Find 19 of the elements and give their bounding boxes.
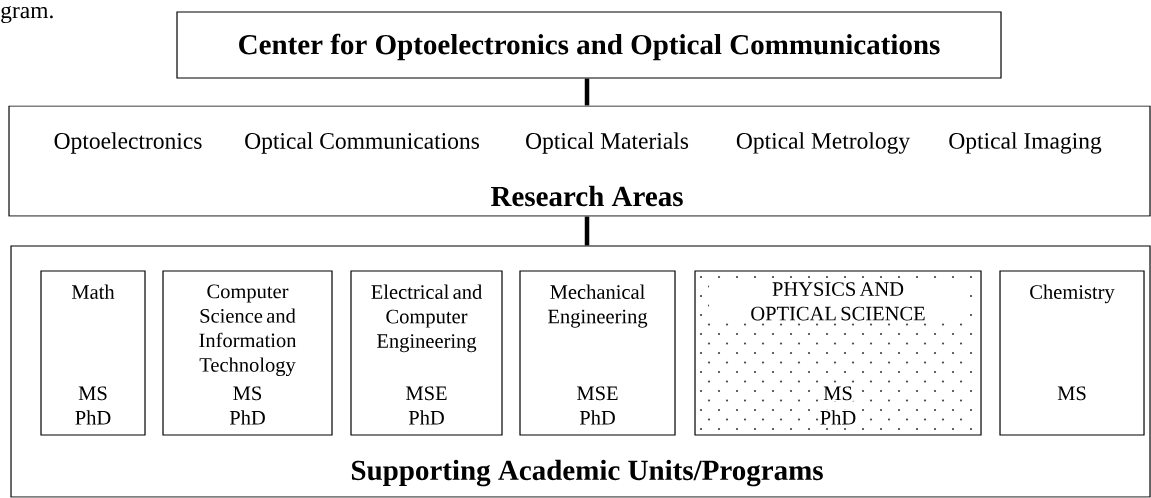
- band-heading: Supporting Academic Units/Programs: [352, 459, 823, 487]
- area-label: Optical Materials: [526, 132, 689, 154]
- area-label: Optoelectronics: [54, 132, 202, 154]
- band-heading: Research Areas: [491, 185, 683, 207]
- title-box: Center for Optoelectronics and Optical Communications: [176, 11, 1002, 79]
- text-fragment: gram.: [1, 5, 53, 24]
- unit-box: Mechanical Engineering MSE PhD: [519, 270, 676, 436]
- area-label: Optical Imaging: [949, 132, 1102, 154]
- unit-box: Chemistry MS: [999, 270, 1145, 436]
- area-label: Optical Communications: [245, 132, 479, 154]
- connector-line: [584, 216, 590, 246]
- unit-box: Electrical and Computer Engineering MSE PhD: [350, 270, 503, 436]
- unit-box: PHYSICS AND OPTICAL SCIENCE MS PhD: [694, 270, 982, 436]
- connector-line: [584, 78, 590, 106]
- unit-box: Math MS PhD: [40, 270, 146, 436]
- band: [10, 245, 1151, 498]
- unit-box: Computer Science and Information Technology MS PhD: [162, 270, 333, 436]
- area-label: Optical Metrology: [736, 132, 911, 154]
- band: [8, 105, 1151, 217]
